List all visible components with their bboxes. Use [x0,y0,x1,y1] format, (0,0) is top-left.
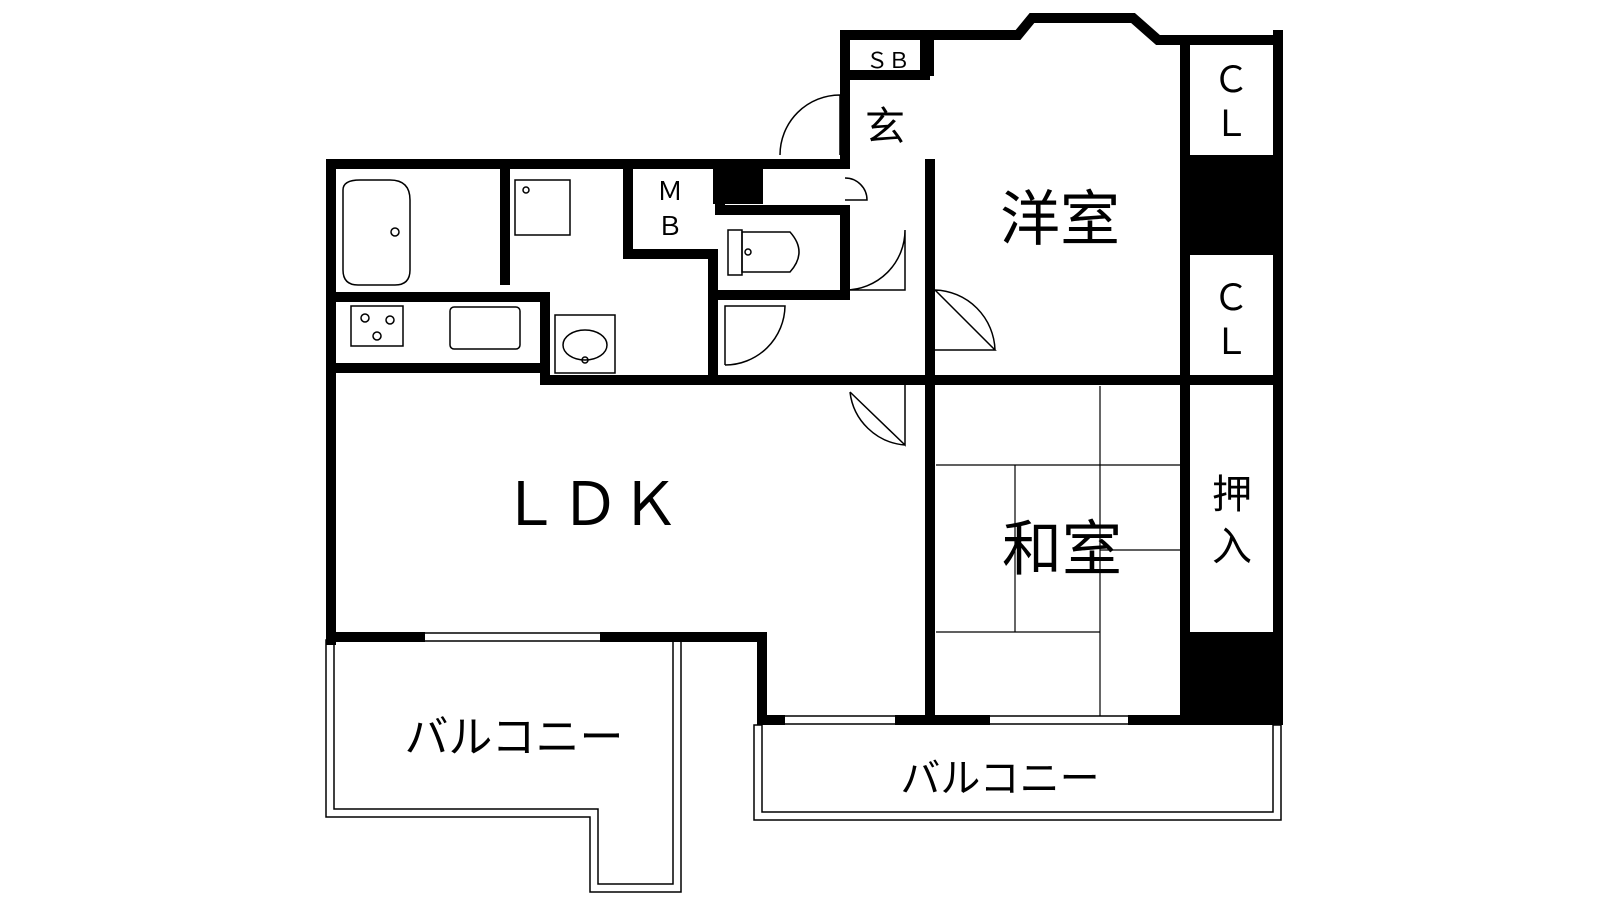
bathtub [342,179,411,286]
ldk-label: ＬＤＫ [500,470,680,540]
doors [724,94,997,447]
balcony-bottom-label: バルコニー [900,756,1099,802]
closet-upper-l: Ｌ [1213,104,1249,145]
walls [326,13,1283,725]
balcony-left-label: バルコニー [404,712,623,763]
tatami-grid [936,386,1180,716]
oshiire-label-2: 入 [1212,524,1252,570]
entrance-label: 玄 [865,104,905,150]
stove [350,305,404,347]
mb-label-2: Ｂ [657,212,683,242]
japanese-room-label: 和室 [1002,515,1122,585]
wash-basin [554,314,616,374]
washer [514,179,571,236]
oshiire-label-1: 押 [1212,472,1252,518]
closet-lower-c: Ｃ [1213,278,1249,319]
closet-upper-c: Ｃ [1213,60,1249,101]
windows [420,13,1190,725]
toilet [727,229,800,276]
shoe-box-label: ＳＢ [866,49,910,74]
wall-blocks [713,36,1278,725]
western-room-label: 洋室 [1000,185,1120,255]
closet-lower-l: Ｌ [1213,322,1249,363]
balcony-left [325,639,682,893]
kitchen-sink [449,306,521,350]
mb-label-1: Ｍ [657,177,683,207]
